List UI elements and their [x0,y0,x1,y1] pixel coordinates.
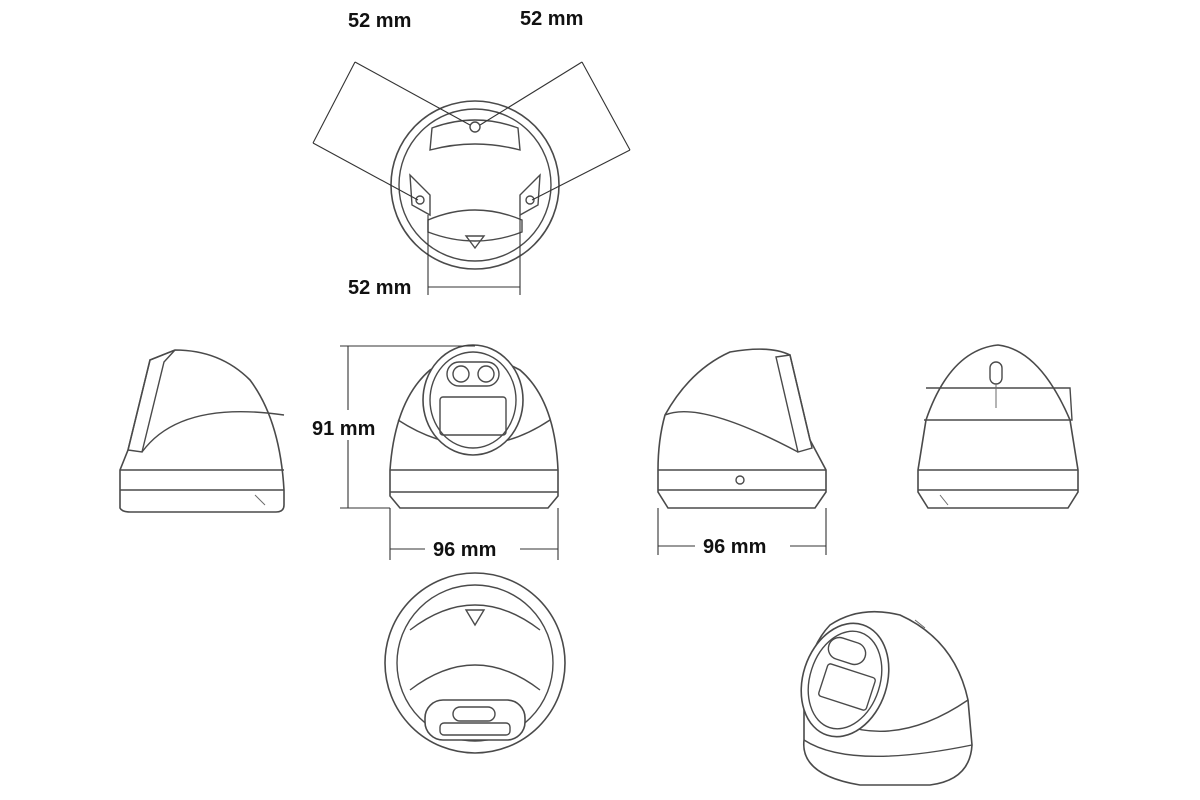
dim-label-front-width: 96 mm [433,539,496,561]
rear-view [917,344,1079,509]
front-lens-ring [422,344,524,456]
arrow-marker [464,235,486,250]
dim-label-bottom-center: 52 mm [348,277,411,299]
left-lens-face [127,349,176,453]
front-sensor-pill [446,361,500,387]
dim-label-top-left: 52 mm [348,10,411,32]
dim-label-top-right: 52 mm [520,8,583,30]
rear-port-mark [939,494,949,506]
top-view [384,572,566,754]
top-lens-housing [424,699,526,741]
top-marker [464,609,486,627]
right-swoop-line [664,410,799,453]
front-lens-inner [429,351,517,449]
dim-label-height: 91 mm [312,418,375,440]
dim-ext-top-right-a [479,61,583,126]
iso-ir-window [818,663,876,711]
iso-base-line [803,739,973,758]
front-ir-window [439,396,507,436]
rear-housing [917,344,1079,509]
right-side-view: 96 mm [657,348,827,558]
right-screw [735,475,745,485]
mount-hole-top [469,121,481,133]
top-arc-lower [409,664,541,691]
top-inner-ring [396,584,554,742]
base-inner-ring [398,108,552,262]
dim-ext-top-right-b [531,149,631,201]
mount-hole-left [415,195,425,205]
front-view: 91 mm 96 mm [312,344,559,561]
left-housing [119,349,285,513]
front-sensor-right [477,365,495,383]
bottom-view: 52 mm 52 mm 52 mm [312,8,631,299]
left-side-view [119,349,285,513]
dim-line-top-right [581,61,631,151]
dim-ext-top-left-b [312,142,419,201]
iso-lens-inner [807,630,883,730]
isometric-view [800,610,973,786]
top-sensor-pill [452,706,496,722]
iso-notch [914,619,926,629]
base-top-bracket [429,119,521,151]
top-arc-upper [409,604,541,631]
top-ir-window [439,722,511,736]
iso-sensor-pill [827,636,867,666]
mount-hole-right [525,195,535,205]
dim-label-side-width: 96 mm [703,536,766,558]
front-sensor-left [452,365,470,383]
left-port-mark [254,494,266,506]
rear-collar [924,387,1073,421]
base-outer-ring [390,100,560,270]
dim-line-top-left [312,61,356,144]
base-left-bracket [409,173,431,217]
base-cable-plate [427,209,523,242]
dim-ext-top-left-a [354,61,471,126]
left-swoop-line [141,410,285,453]
